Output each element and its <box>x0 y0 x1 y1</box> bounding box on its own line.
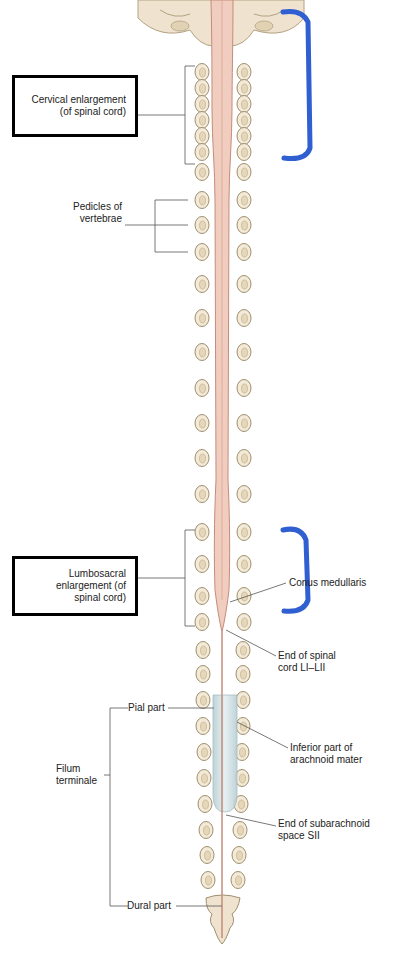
pedicle <box>197 744 211 761</box>
pedicle <box>236 642 250 659</box>
pedicle <box>195 244 209 261</box>
hand-bracket <box>283 529 308 611</box>
pedicle <box>195 524 209 541</box>
pedicle <box>237 164 251 181</box>
part-label: Filum terminale <box>56 763 102 787</box>
pedicle <box>236 666 250 683</box>
pedicle <box>196 642 210 659</box>
pedicle <box>195 276 209 293</box>
pedicle <box>195 450 209 467</box>
part-label: Inferior part of arachnoid mater <box>290 742 386 766</box>
arachnoid-leader <box>237 722 288 748</box>
median-fissure <box>222 0 223 600</box>
leader-lines <box>104 66 288 906</box>
pedicle <box>196 692 210 709</box>
filum-bracket <box>104 708 214 906</box>
dural-leader <box>176 906 222 907</box>
pedicle <box>233 822 247 839</box>
pedicle <box>237 112 251 129</box>
pedicle <box>195 486 209 503</box>
subarachnoid-leader <box>226 815 276 826</box>
pedicle <box>195 96 209 113</box>
pedicle <box>195 80 209 97</box>
pedicle <box>237 244 251 261</box>
pedicle <box>195 144 209 161</box>
part-label: Conus medullaris <box>289 577 389 589</box>
pedicle <box>201 872 215 889</box>
pedicle-bracket <box>125 200 188 252</box>
part-label: Pedicles of vertebrae <box>58 201 122 225</box>
pedicle <box>237 450 251 467</box>
pedicle <box>195 217 209 234</box>
pedicle <box>232 847 246 864</box>
pedicle <box>231 872 245 889</box>
pedicle <box>237 276 251 293</box>
pedicle <box>237 192 251 209</box>
pedicle <box>195 614 209 631</box>
lumbosacral-bracket <box>137 530 195 626</box>
pedicle <box>195 588 209 605</box>
pedicle <box>197 770 211 787</box>
part-label: End of subarachnoid space SII <box>278 818 384 842</box>
filum-terminale <box>221 695 223 812</box>
arachnoid-sac <box>213 695 237 812</box>
blue-brackets <box>283 11 310 611</box>
cervical-bracket <box>137 66 195 164</box>
callout-box: Lumbosacral enlargement (of spinal cord) <box>12 556 138 616</box>
pedicle <box>195 415 209 432</box>
pedicle <box>237 556 251 573</box>
pedicle <box>195 192 209 209</box>
pedicle <box>198 796 212 813</box>
coccyx <box>206 895 240 944</box>
pedicle <box>195 164 209 181</box>
conus-leader <box>230 583 286 602</box>
pedicle <box>195 310 209 327</box>
part-label: End of spinal cord LI–LII <box>278 650 352 674</box>
pedicle <box>237 144 251 161</box>
pedicle <box>237 486 251 503</box>
pedicle <box>237 217 251 234</box>
pedicle <box>236 692 250 709</box>
cord-outline <box>211 0 233 632</box>
part-label: Pial part <box>128 702 172 714</box>
pedicle <box>195 112 209 129</box>
pedicle <box>199 822 213 839</box>
pedicle <box>195 556 209 573</box>
cord-end-leader <box>226 630 276 656</box>
pedicle <box>237 64 251 81</box>
pedicle <box>195 128 209 145</box>
callout-box: Cervical enlargement (of spinal cord) <box>12 75 138 137</box>
pedicle <box>236 718 250 735</box>
filum-terminale <box>221 632 223 938</box>
pedicle <box>237 310 251 327</box>
pedicle <box>195 380 209 397</box>
pedicle <box>237 344 251 361</box>
pedicle <box>195 64 209 81</box>
coccyx-bone <box>206 895 240 944</box>
pedicle <box>196 666 210 683</box>
box-label: Cervical enlargement (of spinal cord) <box>30 94 126 118</box>
condyle <box>255 21 273 31</box>
pedicle <box>196 718 210 735</box>
pedicle <box>237 96 251 113</box>
part-label: Dural part <box>127 900 179 912</box>
box-label: Lumbosacral enlargement (of spinal cord) <box>30 568 126 604</box>
pedicle <box>237 128 251 145</box>
pedicle <box>237 380 251 397</box>
pedicle <box>237 415 251 432</box>
pedicle <box>237 614 251 631</box>
condyle <box>171 21 189 31</box>
pedicle <box>237 80 251 97</box>
pedicle <box>195 344 209 361</box>
pedicle <box>237 524 251 541</box>
pedicle <box>200 847 214 864</box>
hand-bracket <box>283 11 310 158</box>
